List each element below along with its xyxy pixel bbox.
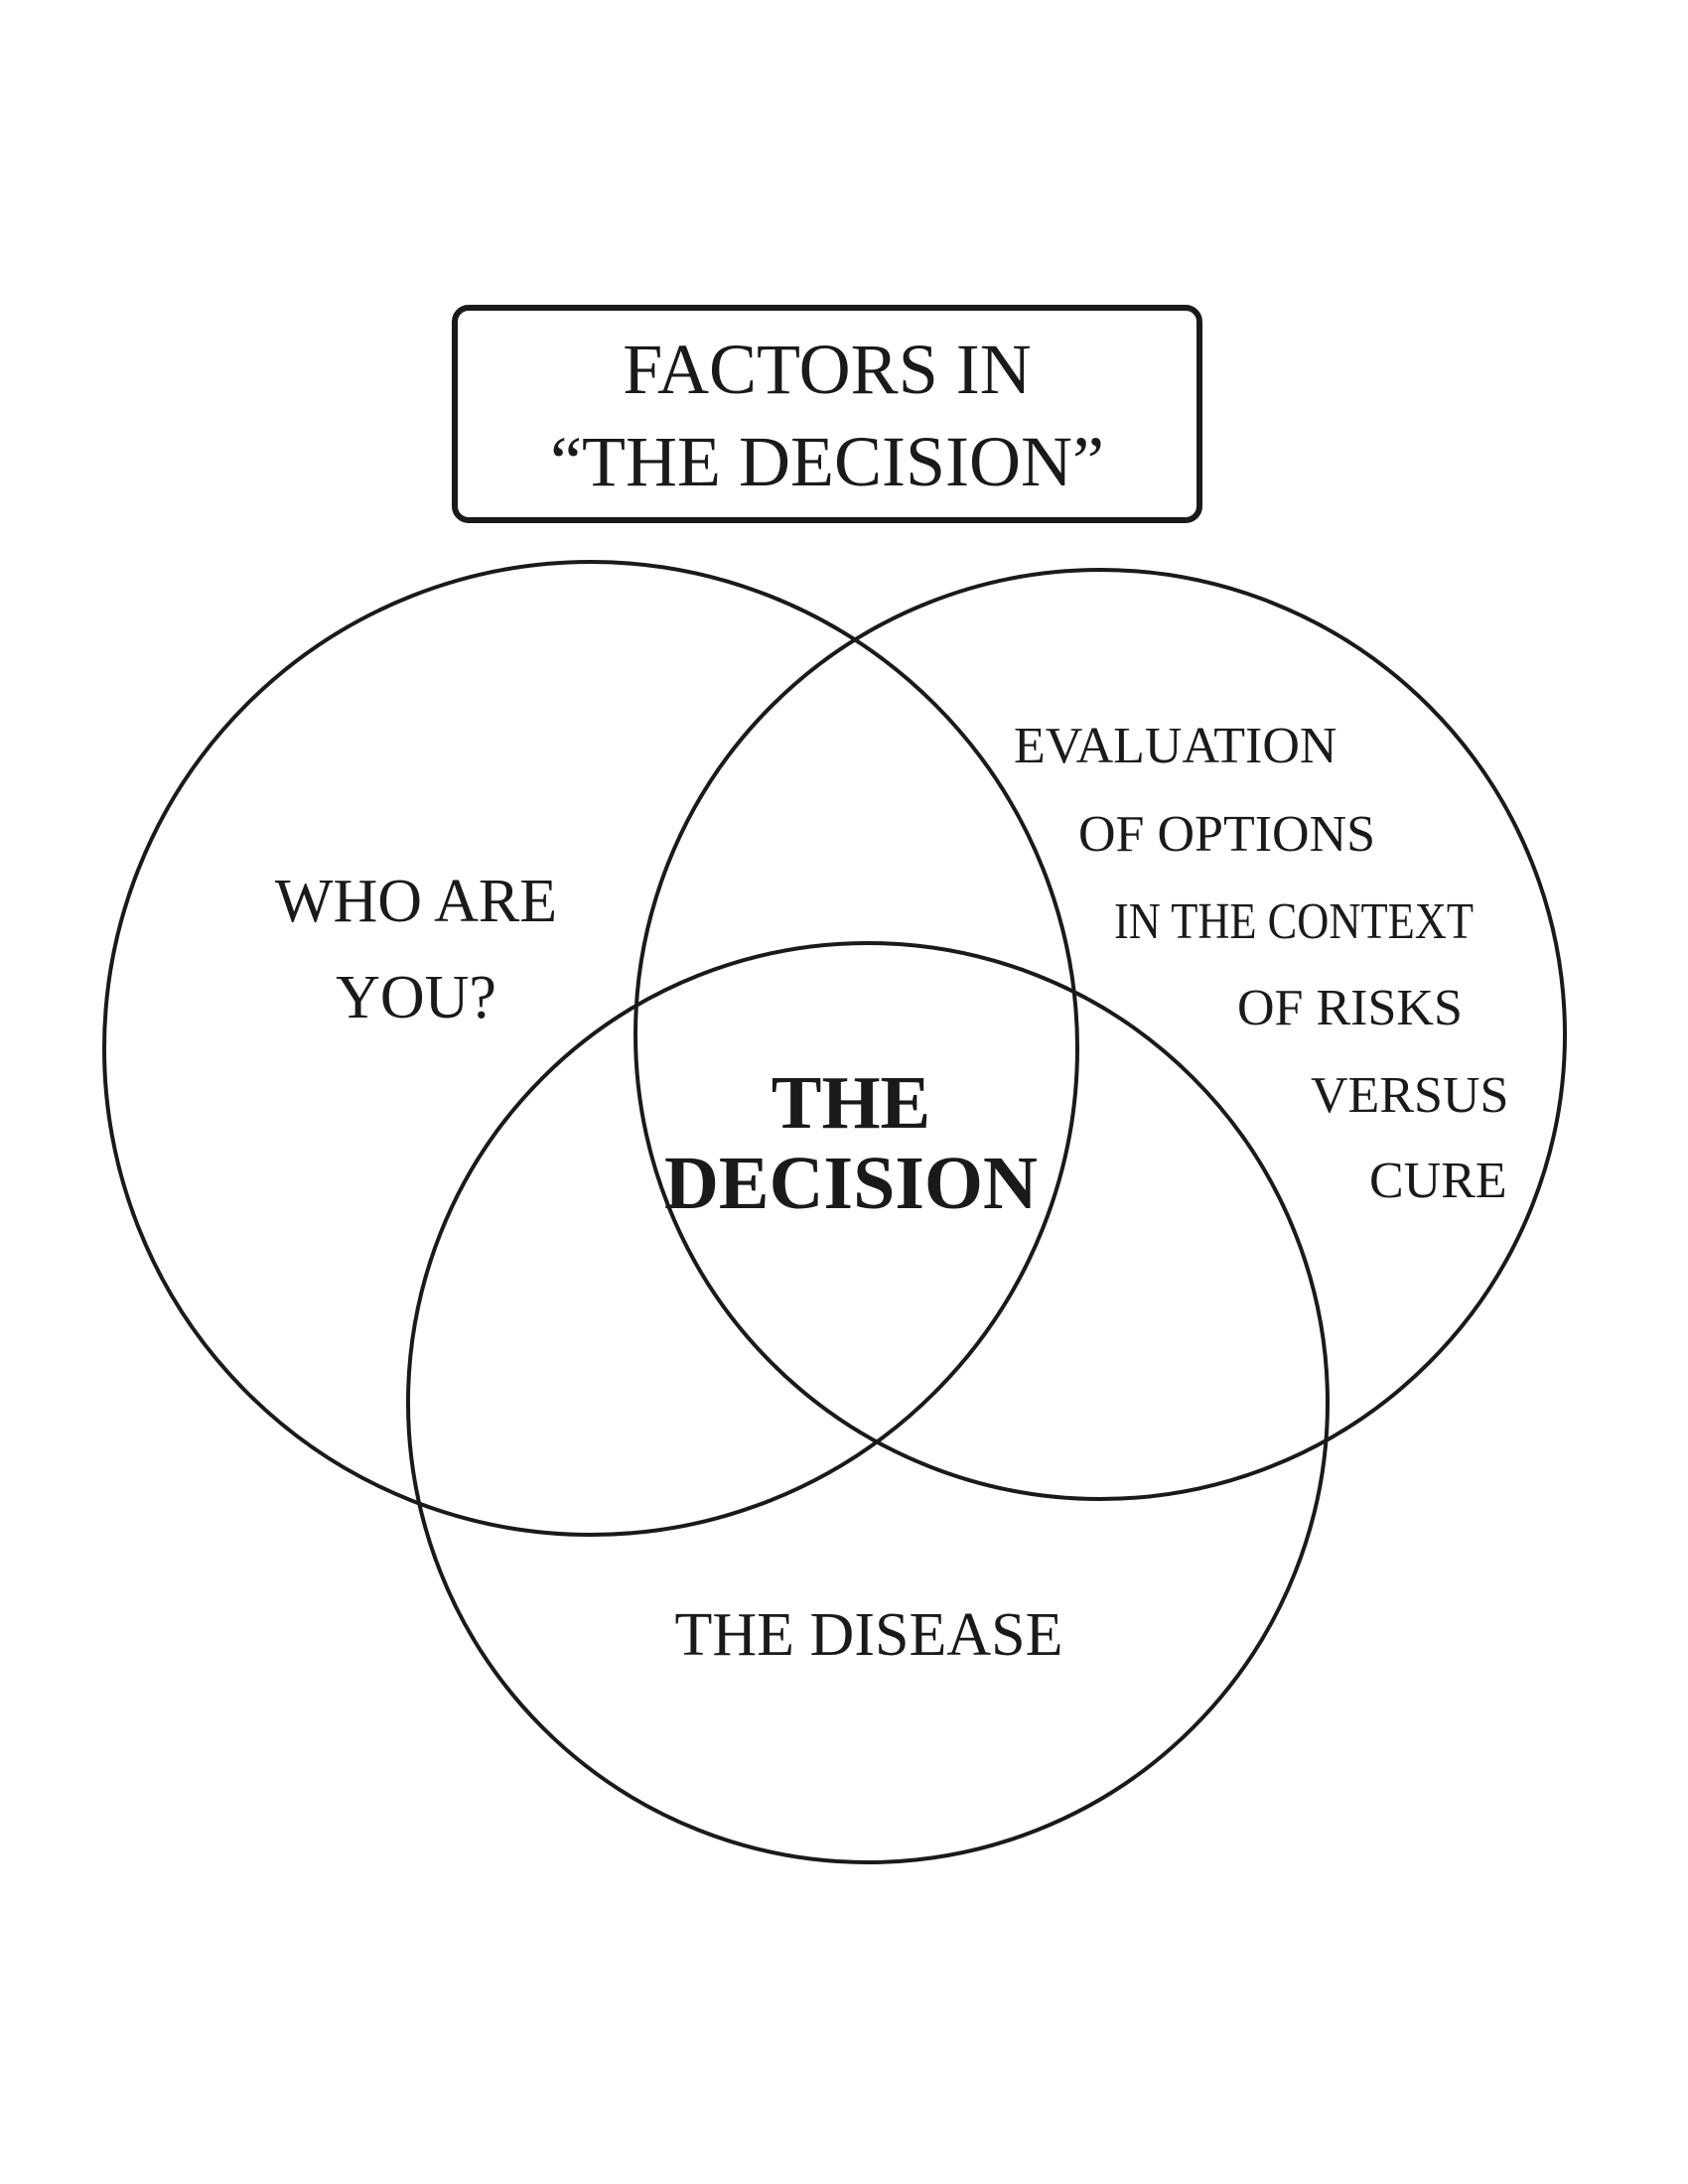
- circle-who-are-you: [102, 560, 1079, 1537]
- who-label-1: WHO ARE: [275, 868, 557, 935]
- evaluation-line-6: CURE: [1369, 1153, 1507, 1209]
- circle-evaluation: [633, 568, 1567, 1501]
- evaluation-line-5: VERSUS: [1311, 1067, 1508, 1124]
- title-box: [452, 305, 1202, 523]
- disease-label: THE DISEASE: [675, 1601, 1063, 1669]
- evaluation-line-4: OF RISKS: [1237, 980, 1463, 1036]
- title-line-1: FACTORS IN: [623, 330, 1031, 409]
- circle-disease: [406, 941, 1330, 1864]
- evaluation-line-3: IN THE CONTEXT: [1114, 893, 1474, 950]
- center-label-2: DECISION: [664, 1142, 1038, 1225]
- title-line-2: “THE DECISION”: [550, 422, 1104, 501]
- center-label-1: THE: [772, 1061, 931, 1145]
- evaluation-line-2: OF OPTIONS: [1078, 806, 1375, 863]
- evaluation-line-1: EVALUATION: [1014, 718, 1336, 774]
- who-label-2: YOU?: [336, 964, 496, 1031]
